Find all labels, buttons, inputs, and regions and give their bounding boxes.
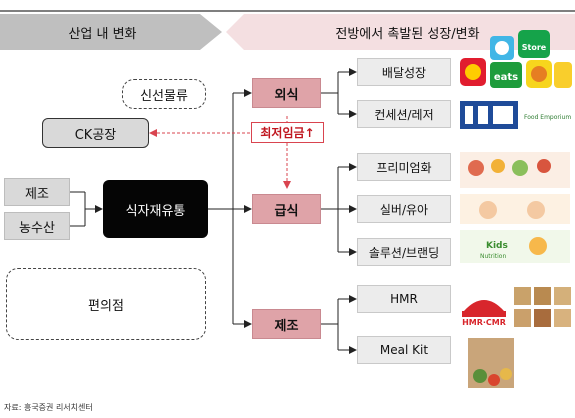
catering-illustrations: Kids Nutrition: [460, 152, 570, 263]
delivery-app-icons: Store eats: [460, 30, 572, 88]
catering-box: 급식: [252, 194, 321, 224]
convenience-leisure-box: 컨세션/레저: [357, 100, 451, 128]
min-wage-label: 최저임금↑: [251, 122, 324, 143]
dining-out-box: 외식: [252, 78, 321, 108]
food-distribution-box: 식자재유통: [103, 180, 208, 238]
manufacturing-left-box: 제조: [4, 178, 70, 206]
ck-factory-box: CK공장: [42, 118, 149, 148]
meal-kit-box: Meal Kit: [357, 336, 451, 364]
fresh-logistics-box: 신선물류: [122, 79, 206, 109]
app-store-text: Store: [522, 43, 547, 52]
premiumization-box: 프리미엄화: [357, 153, 451, 181]
manufacturing-right-box: 제조: [252, 309, 321, 339]
meal-kit-image: [468, 338, 514, 388]
source-note: 자료: 흥국증권 리서치센터: [4, 403, 93, 412]
food-emporium-text: Food Emporium: [524, 114, 571, 121]
left-banner: 산업 내 변화: [68, 26, 137, 42]
concession-icons: Food Emporium: [460, 101, 571, 129]
right-banner: 전방에서 촉발된 성장/변화: [335, 26, 480, 42]
kids-text: Kids: [486, 241, 508, 251]
agri-fishery-box: 농수산: [4, 212, 70, 240]
solution-branding-box: 솔루션/브랜딩: [357, 238, 451, 266]
top-rule: [0, 10, 575, 12]
hmr-box: HMR: [357, 285, 451, 313]
delivery-growth-box: 배달성장: [357, 58, 451, 86]
convenience-store-box: 편의점: [6, 268, 206, 340]
hmr-cmr-text: HMR·CMR: [462, 318, 506, 327]
hmr-product-images: HMR·CMR: [462, 287, 571, 327]
kids-sub-text: Nutrition: [480, 253, 506, 260]
eats-text: eats: [494, 72, 518, 83]
silver-kids-box: 실버/유아: [357, 195, 451, 223]
